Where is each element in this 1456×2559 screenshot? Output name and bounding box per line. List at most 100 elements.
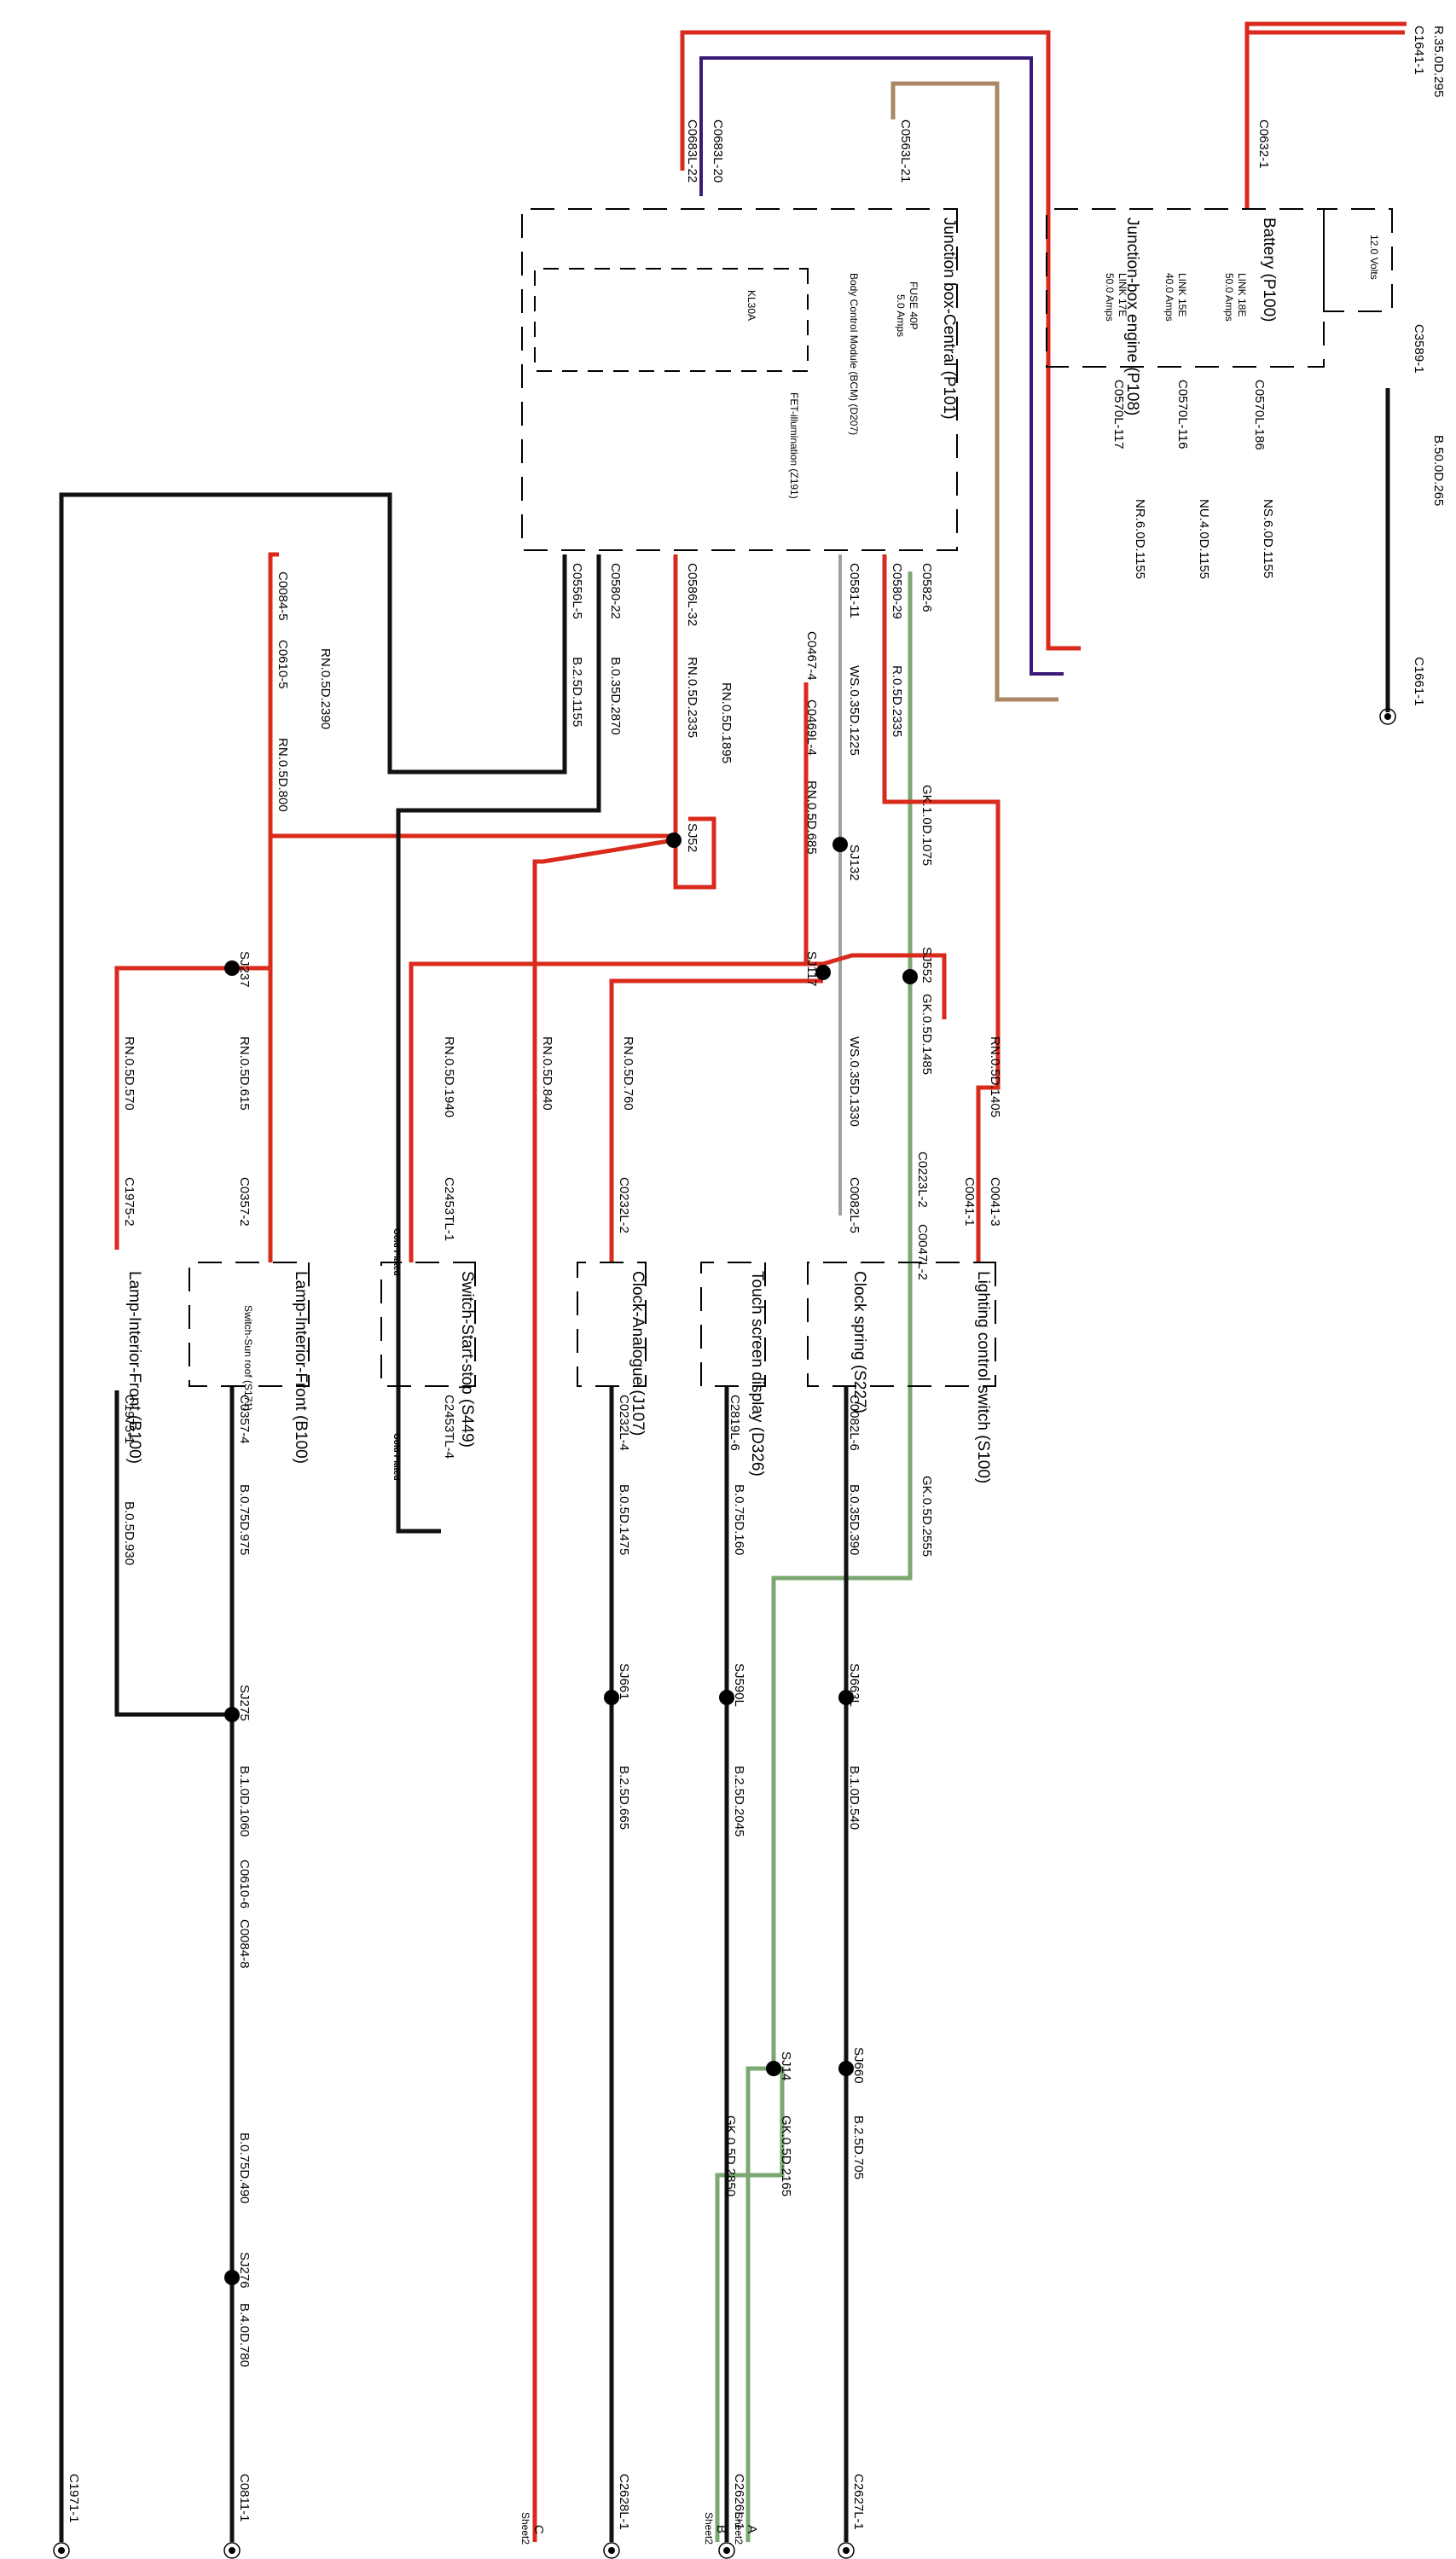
switch-start-title: Switch-Start-stop (S449) bbox=[458, 1271, 476, 1448]
splice-sj590l bbox=[719, 1690, 734, 1705]
wire-b05-930 bbox=[114, 1390, 232, 1717]
wire-label-rn05-840: RN.0.5D.840 bbox=[540, 1036, 554, 1111]
conn-c0357-4: C0357-4 bbox=[237, 1395, 252, 1444]
splice-sj663l bbox=[838, 1690, 854, 1705]
wire-label-b4-780: B.4.0D.780 bbox=[237, 2303, 252, 2367]
conn-c0610-6: C0610-6 bbox=[237, 1860, 252, 1909]
wire-sj117-down bbox=[609, 978, 823, 1262]
wire-b2-1155 bbox=[59, 492, 567, 2542]
link-15e: LINK 15E bbox=[1176, 273, 1188, 316]
wire-label-r35-295: R.35.0D.295 bbox=[1431, 26, 1446, 97]
gold-plated-1: Gold Plated bbox=[392, 1228, 401, 1276]
wire-label-ns6: NS.6.0D.1155 bbox=[1261, 499, 1275, 578]
conn-c0082l-6: C0082L-6 bbox=[847, 1395, 861, 1451]
sheet-ref-b: B bbox=[714, 2525, 728, 2533]
touch-box bbox=[700, 1262, 766, 1387]
wire-label-gk05-2850: GK.0.5D.2850 bbox=[723, 2115, 738, 2196]
wire-label-rn05-1940: RN.0.5D.1940 bbox=[442, 1036, 456, 1117]
conn-c0586l-32: C0586L-32 bbox=[685, 563, 699, 626]
conn-c0084-8: C0084-8 bbox=[237, 1919, 252, 1969]
fet-label: FET-illumination (Z191) bbox=[788, 392, 800, 499]
conn-c0469l-4: C0469L-4 bbox=[804, 699, 819, 756]
splice-sj660 bbox=[838, 2061, 854, 2076]
conn-c0580-22: C0580-22 bbox=[608, 563, 623, 619]
bcm-box bbox=[534, 268, 809, 372]
splice-label-sj52: SJ52 bbox=[685, 823, 699, 852]
link-17e-amps: 50.0 Amps bbox=[1104, 273, 1116, 322]
splice-label-sj275: SJ275 bbox=[237, 1685, 252, 1721]
wire-label-b035-2870: B.0.35D.2870 bbox=[608, 657, 623, 735]
splice-label-sj14: SJ14 bbox=[779, 2051, 793, 2080]
wire-label-gk05-2555: GK.0.5D.2555 bbox=[919, 1476, 934, 1557]
conn-c0570l-116: C0570L-116 bbox=[1175, 380, 1190, 449]
wire-label-rn05-685: RN.0.5D.685 bbox=[804, 780, 819, 855]
conn-c0811-1: C0811-1 bbox=[237, 2474, 252, 2521]
splice-label-sj663l: SJ663L bbox=[847, 1663, 861, 1707]
conn-c0041-3: C0041-3 bbox=[988, 1177, 1002, 1227]
wire-label-b075-160: B.0.75D.160 bbox=[732, 1484, 746, 1555]
clock-analogue-box bbox=[577, 1262, 647, 1387]
link-18e-amps: 50.0 Amps bbox=[1223, 273, 1235, 322]
conn-c2453tl-4: C2453TL-4 bbox=[442, 1395, 456, 1459]
sheet-ref-a-sheet: Sheet2 bbox=[733, 2512, 745, 2544]
lamp-front-b-title: Lamp-Interior-Front (B100) bbox=[292, 1271, 310, 1464]
splice-sj132 bbox=[832, 837, 848, 852]
conn-c3589-1: C3589-1 bbox=[1412, 324, 1426, 374]
splice-sj117 bbox=[815, 965, 831, 980]
conn-c1971-1: C1971-1 bbox=[67, 2474, 81, 2523]
conn-c0683l-22: C0683L-22 bbox=[685, 119, 699, 183]
wire-label-b035-390: B.0.35D.390 bbox=[847, 1484, 861, 1555]
wire-label-rn05-2335: RN.0.5D.2335 bbox=[685, 657, 699, 738]
splice-label-sj661: SJ661 bbox=[617, 1663, 631, 1700]
fuse-40p: FUSE 40P bbox=[908, 281, 919, 330]
conn-c0041-1: C0041-1 bbox=[962, 1177, 977, 1227]
wire-label-b05-930: B.0.5D.930 bbox=[122, 1501, 136, 1565]
splice-sj276 bbox=[224, 2270, 240, 2285]
conn-c0556l-5: C0556L-5 bbox=[570, 563, 584, 619]
wire-battery-red bbox=[1244, 21, 1407, 209]
wire-label-b2-705: B.2.5D.705 bbox=[851, 2115, 866, 2179]
splice-sj275 bbox=[224, 1707, 240, 1722]
wire-sj117-branch bbox=[409, 961, 823, 1262]
conn-c0582-6: C0582-6 bbox=[919, 563, 934, 612]
splice-label-sj660: SJ660 bbox=[851, 2047, 866, 2084]
splice-label-sj132: SJ132 bbox=[847, 844, 861, 881]
conn-c0563l-21: C0563L-21 bbox=[898, 119, 913, 183]
splice-sj14 bbox=[766, 2061, 781, 2076]
conn-c0580-29: C0580-29 bbox=[890, 563, 904, 619]
sheet-ref-c: C bbox=[531, 2525, 546, 2534]
wire-label-b2-2045: B.2.5D.2045 bbox=[732, 1766, 746, 1837]
wire-label-rn05-1405: RN.0.5D.1405 bbox=[988, 1036, 1002, 1117]
wire-label-ws035-1330: WS.0.35D.1330 bbox=[847, 1036, 861, 1127]
link-18e: LINK 18E bbox=[1236, 273, 1248, 316]
splice-sj552 bbox=[902, 969, 918, 984]
ground-terminals bbox=[53, 708, 1396, 2559]
switch-start-box bbox=[380, 1262, 476, 1387]
wire-label-rn05-570: RN.0.5D.570 bbox=[122, 1036, 136, 1111]
conn-c0047l-2: C0047L-2 bbox=[915, 1224, 930, 1280]
wire-label-rn05-2390: RN.0.5D.2390 bbox=[318, 648, 333, 729]
battery-volts: 12.0 Volts bbox=[1368, 235, 1380, 280]
lighting-switch-title: Lighting control switch (S100) bbox=[974, 1271, 992, 1483]
splice-sj237 bbox=[224, 960, 240, 976]
wire-label-b1-540: B.1.0D.540 bbox=[847, 1766, 861, 1830]
jb-engine-box bbox=[1046, 208, 1325, 368]
wire-label-b50-265: B.50.0D.265 bbox=[1431, 435, 1446, 506]
touch-display-title: Touch screen display (D326) bbox=[748, 1271, 766, 1477]
conn-c0232l-4: C0232L-4 bbox=[617, 1395, 631, 1451]
conn-c1975-1: C1975-1 bbox=[122, 1395, 136, 1444]
conn-c0467-4: C0467-4 bbox=[804, 631, 819, 681]
wire-r035-2335 bbox=[882, 554, 1001, 1262]
wire-label-nu4: NU.4.0D.1155 bbox=[1197, 499, 1211, 579]
conn-c0232l-2: C0232L-2 bbox=[617, 1177, 631, 1233]
conn-c2627l-1: C2627L-1 bbox=[851, 2474, 866, 2530]
kl30a-label: KL30A bbox=[745, 290, 757, 321]
splice-sj661 bbox=[604, 1690, 619, 1705]
conn-c0632-1: C0632-1 bbox=[1256, 119, 1271, 169]
conn-c2819l-6: C2819L-6 bbox=[728, 1395, 742, 1451]
sheet-ref-c-sheet: Sheet2 bbox=[519, 2512, 531, 2544]
wire-label-rn05-800: RN.0.5D.800 bbox=[276, 738, 290, 812]
conn-c2453tl-1: C2453TL-1 bbox=[442, 1177, 456, 1241]
lamp-front-a-title: Lamp-Interior-Front (B100) bbox=[125, 1271, 143, 1464]
splice-sj52 bbox=[666, 833, 682, 848]
